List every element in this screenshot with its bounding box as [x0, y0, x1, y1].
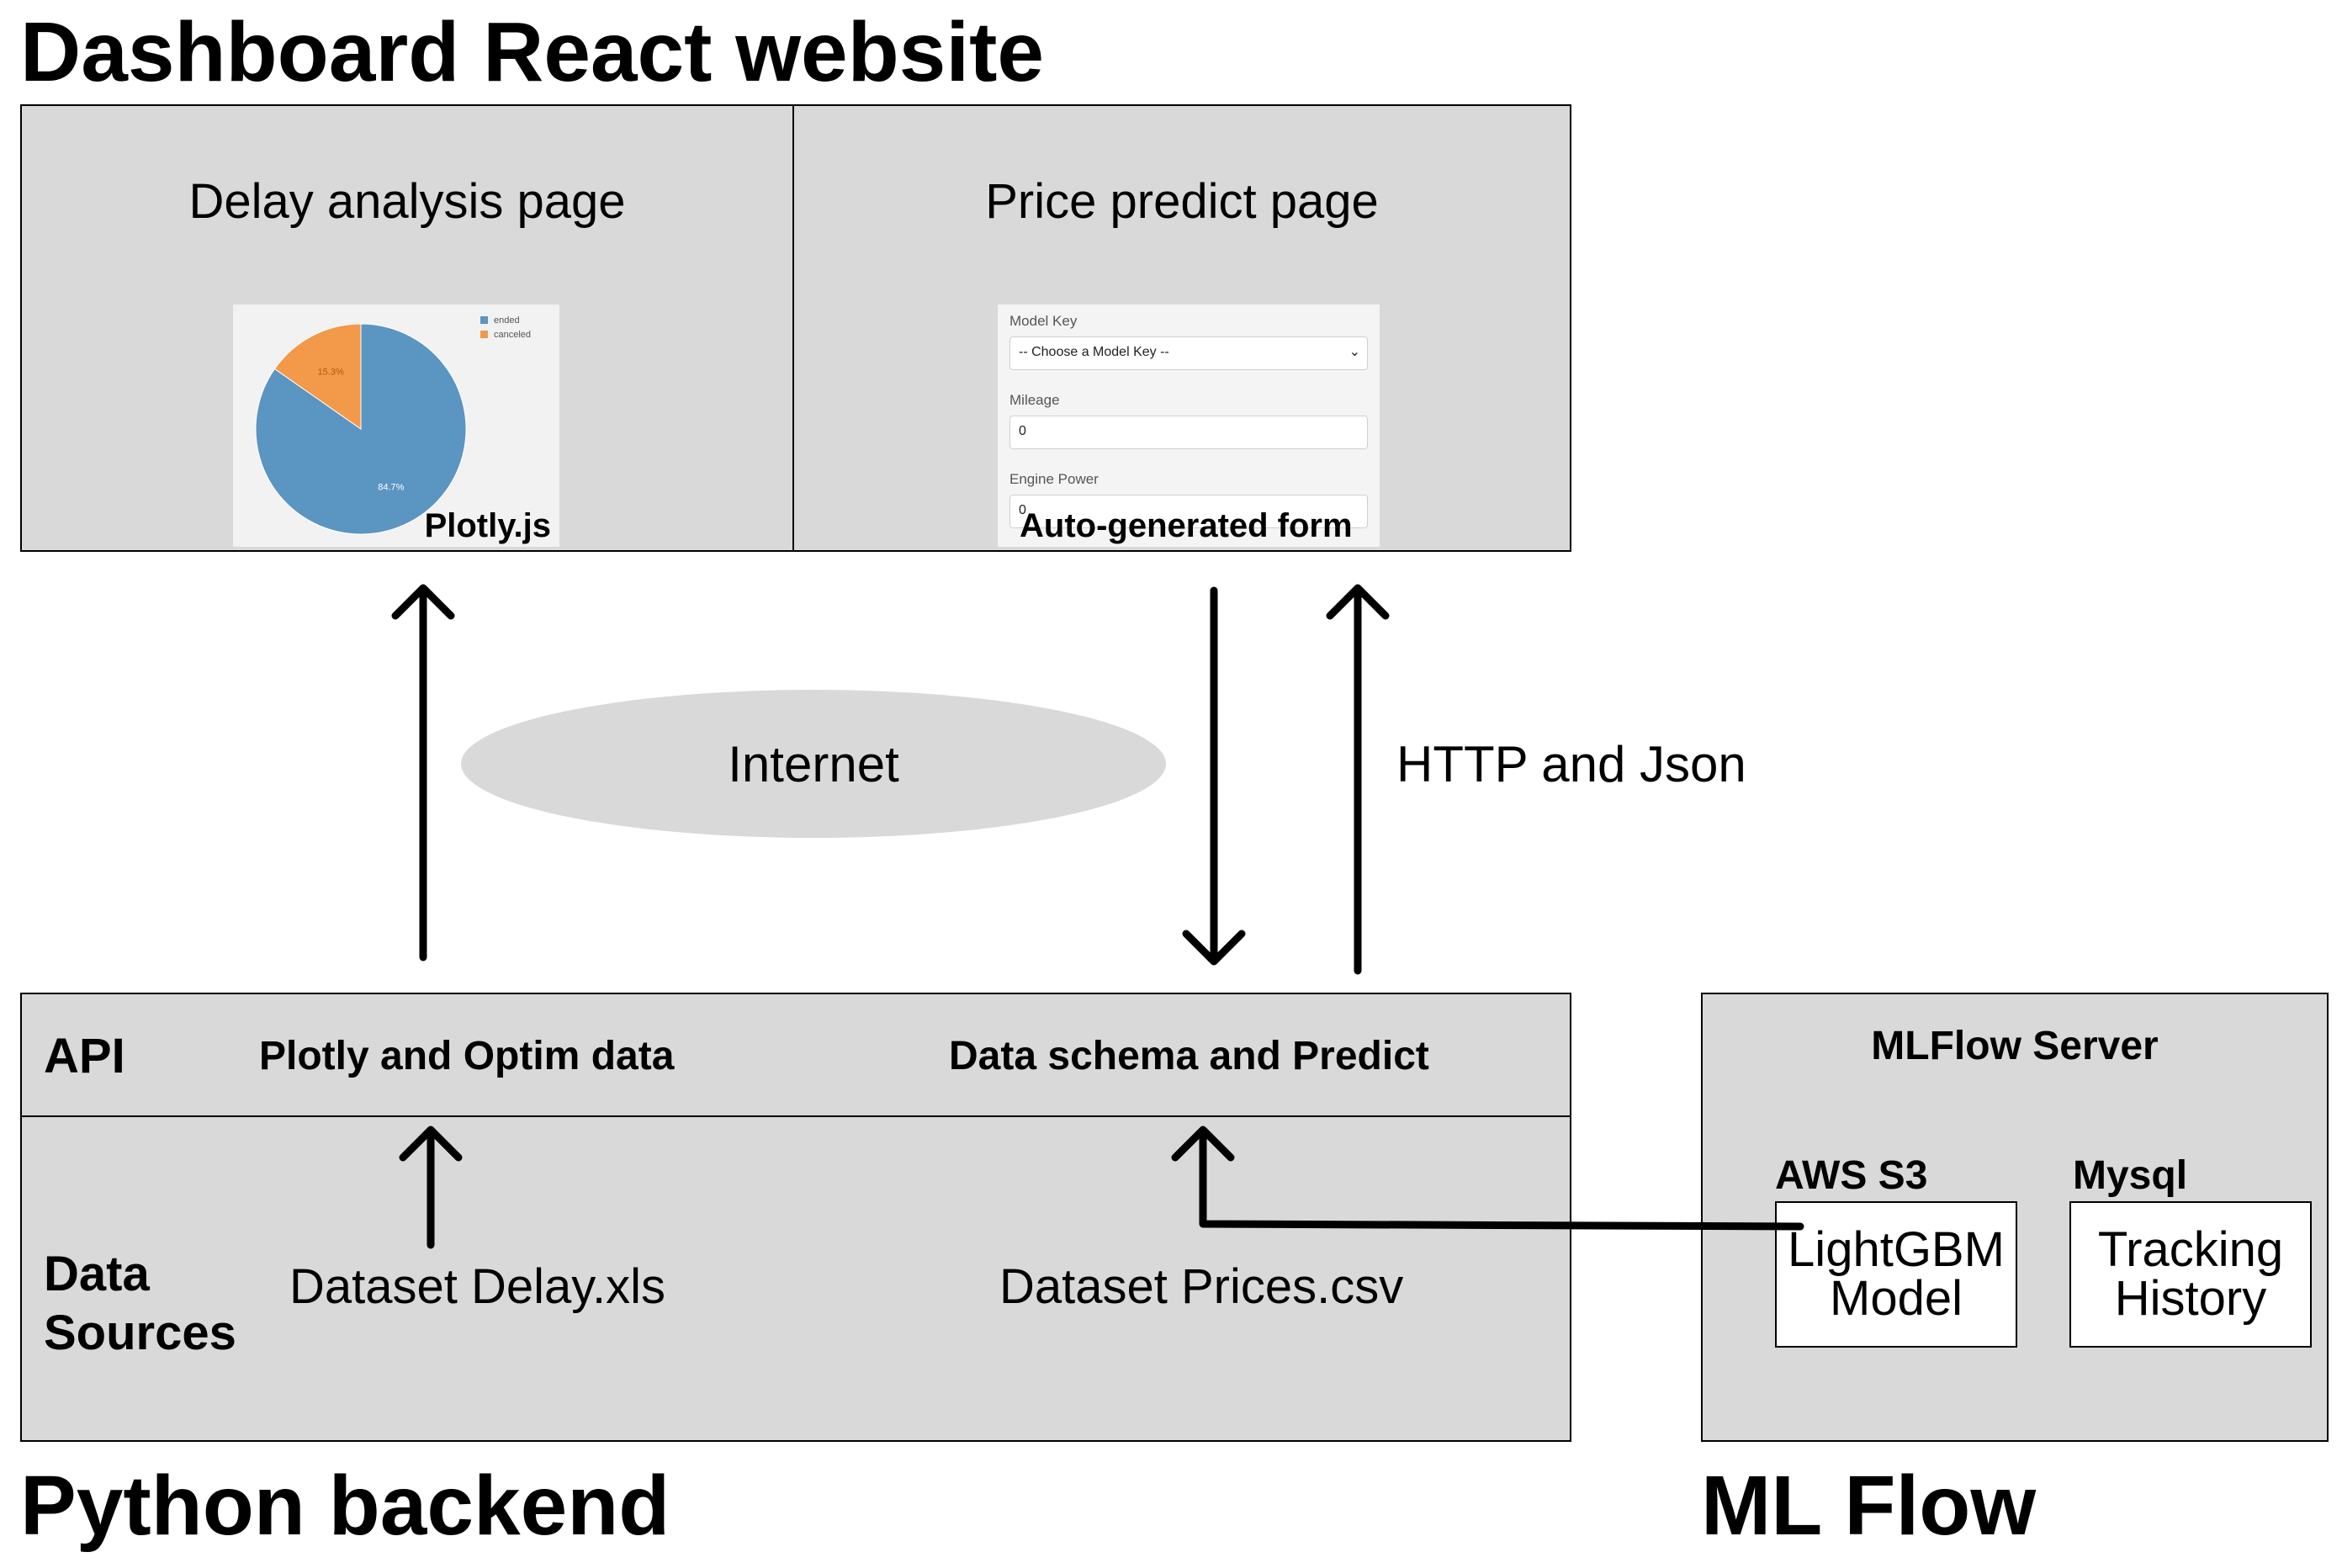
- model-line2: Model: [1830, 1271, 1963, 1326]
- dataset-prices: Dataset Prices.csv: [999, 1259, 1404, 1314]
- model-key-select[interactable]: -- Choose a Model Key -- ⌄: [1009, 336, 1368, 370]
- model-key-value: -- Choose a Model Key --: [1019, 345, 1169, 359]
- engine-power-label: Engine Power: [1009, 471, 1099, 487]
- plotly-pie-screenshot: 84.7% 15.3% ended canceled Plotly.js: [233, 305, 559, 547]
- mlflow-title: ML Flow: [1701, 1459, 2037, 1553]
- legend-swatch-canceled: [480, 331, 488, 338]
- model-line1: LightGBM: [1788, 1222, 2005, 1277]
- dataset-delay: Dataset Delay.xls: [289, 1259, 665, 1314]
- form-caption: Auto-generated form: [1020, 507, 1353, 544]
- mlflow-server-label: MLFlow Server: [1871, 1024, 2159, 1068]
- legend-label-ended: ended: [494, 315, 520, 326]
- api-left-endpoint: Plotly and Optim data: [259, 1034, 675, 1078]
- data-sources-line2: Sources: [44, 1306, 236, 1360]
- arrow-up-delay: [391, 584, 455, 961]
- pie-label-ended: 84.7%: [378, 483, 404, 493]
- api-divider: [22, 1115, 1570, 1117]
- api-label: API: [44, 1029, 125, 1083]
- mysql-label: Mysql: [2073, 1153, 2188, 1198]
- delay-analysis-title: Delay analysis page: [188, 174, 626, 229]
- pie-slice-canceled: [273, 323, 362, 430]
- aws-s3-label: AWS S3: [1775, 1153, 1928, 1198]
- auto-form-screenshot: Model Key -- Choose a Model Key -- ⌄ Mil…: [998, 305, 1380, 547]
- arrow-model-to-api: [1171, 1126, 1804, 1231]
- chevron-down-icon: ⌄: [1349, 345, 1360, 359]
- backend-title: Python backend: [20, 1459, 670, 1553]
- price-predict-title: Price predict page: [985, 174, 1379, 229]
- data-sources-line1: Data: [44, 1247, 150, 1301]
- internet-cloud: Internet: [461, 690, 1166, 838]
- legend-label-canceled: canceled: [494, 330, 531, 340]
- internet-label: Internet: [728, 735, 899, 792]
- plotly-caption: Plotly.js: [424, 507, 551, 544]
- backend-panel: API Plotly and Optim data Data schema an…: [20, 993, 1571, 1442]
- mileage-label: Mileage: [1009, 392, 1060, 408]
- tracking-history-box: Tracking History: [2069, 1201, 2312, 1348]
- tracking-line2: History: [2114, 1271, 2267, 1326]
- mlflow-server-panel: MLFlow Server AWS S3 Mysql LightGBM Mode…: [1701, 993, 2329, 1442]
- lightgbm-model-box: LightGBM Model: [1775, 1201, 2017, 1348]
- legend-swatch-ended: [480, 316, 488, 324]
- pie-chart: 84.7% 15.3% ended canceled: [255, 315, 531, 535]
- pie-slice-ended: [255, 323, 467, 535]
- arrow-up-dataset-delay: [399, 1126, 463, 1249]
- protocol-label: HTTP and Json: [1396, 736, 1746, 792]
- frontend-title: Dashboard React website: [20, 5, 1045, 99]
- engine-power-input[interactable]: 0: [1009, 495, 1368, 528]
- arrow-down-request: [1182, 586, 1246, 966]
- tracking-line1: Tracking: [2097, 1222, 2284, 1277]
- pie-label-canceled: 15.3%: [318, 367, 344, 377]
- api-right-endpoint: Data schema and Predict: [949, 1034, 1429, 1078]
- data-sources-label: Data Sources: [44, 1245, 236, 1363]
- arrow-up-response: [1326, 584, 1390, 975]
- model-key-label: Model Key: [1009, 313, 1078, 329]
- mileage-input[interactable]: 0: [1009, 416, 1368, 449]
